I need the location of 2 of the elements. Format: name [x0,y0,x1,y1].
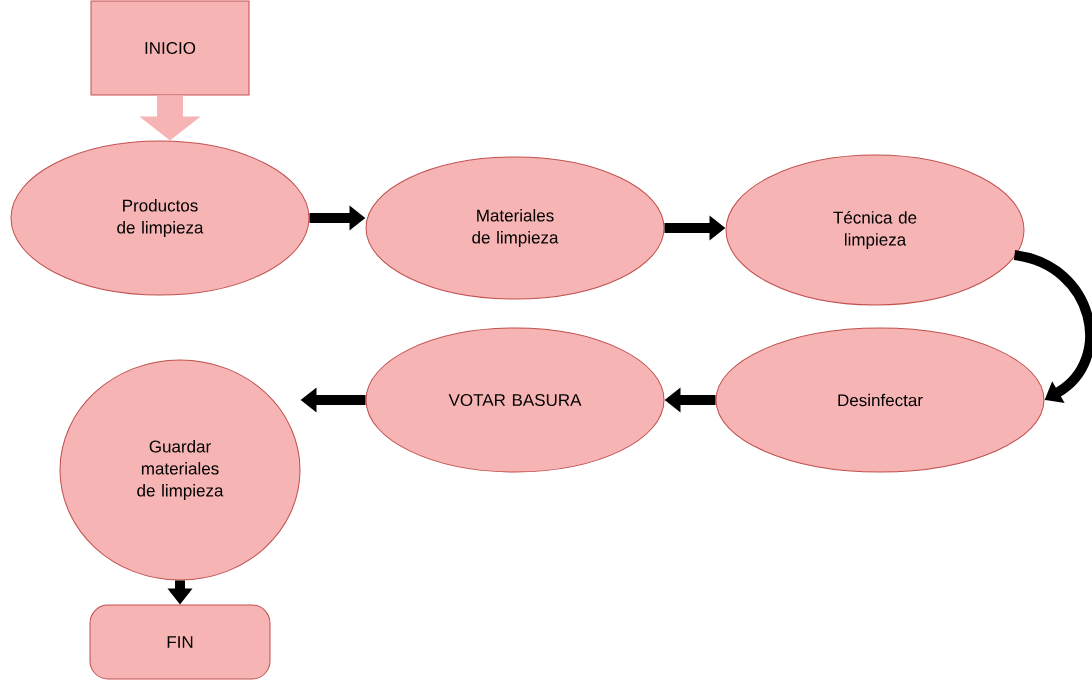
end-box: FIN [89,604,271,680]
start-box: INICIO [90,0,250,96]
